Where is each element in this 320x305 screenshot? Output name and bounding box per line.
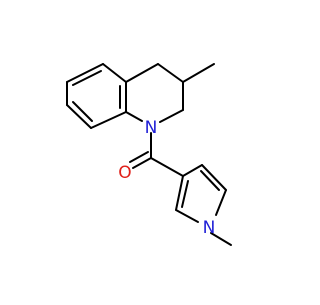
benzene-ring [66, 63, 127, 129]
carbonyl-oxygen-label: O [118, 163, 131, 183]
methyl-bond-top [182, 63, 215, 83]
pyrrole-ring [175, 164, 227, 223]
pyrrole-nitrogen-label: N [203, 218, 216, 238]
ring-nitrogen-label: N [145, 118, 158, 138]
structure-svg: N O N [66, 63, 232, 246]
molecule-diagram: N O N [66, 63, 232, 246]
carbonyl-pyrrole-bond [150, 157, 184, 177]
pyrrole-methyl-bond [210, 232, 232, 246]
carbonyl-double-bond [129, 151, 152, 169]
tetrahydro-ring [125, 63, 184, 123]
